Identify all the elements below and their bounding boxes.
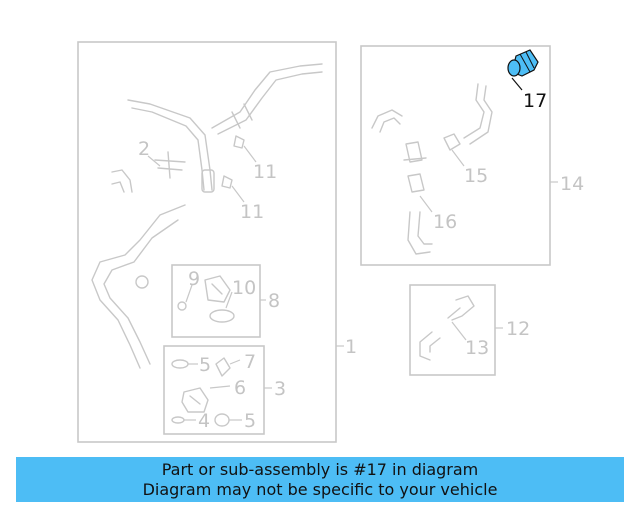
o-ring-10-part bbox=[209, 309, 235, 323]
callout-8: 8 bbox=[268, 290, 280, 312]
callout-5b: 5 bbox=[244, 410, 256, 432]
callout-7: 7 bbox=[244, 351, 256, 373]
assembly-8-frame bbox=[171, 264, 261, 338]
banner-line-2: Diagram may not be specific to your vehi… bbox=[142, 479, 498, 499]
pipe-14-part bbox=[463, 83, 493, 145]
callout-5a: 5 bbox=[199, 354, 211, 376]
leader-10 bbox=[225, 291, 233, 309]
callout-12: 12 bbox=[506, 318, 530, 340]
upper-hose-part bbox=[211, 63, 323, 135]
callout-13: 13 bbox=[465, 337, 489, 359]
info-banner: Part or sub-assembly is #17 in diagram D… bbox=[16, 457, 624, 502]
fitting-11b-part bbox=[221, 175, 233, 189]
assembly-3-frame bbox=[163, 345, 265, 435]
callout-14: 14 bbox=[560, 173, 584, 195]
seal-4-part bbox=[171, 416, 185, 424]
seal-5a-part bbox=[171, 359, 189, 369]
leader-15 bbox=[451, 149, 465, 167]
connector-2-part bbox=[154, 151, 186, 179]
part-17-highlighted[interactable] bbox=[507, 49, 539, 77]
housing-6-part bbox=[181, 387, 209, 413]
leader-13 bbox=[451, 321, 467, 341]
callout-11a: 11 bbox=[253, 161, 277, 183]
leader-9 bbox=[185, 284, 193, 303]
elbow-fitting-part bbox=[111, 169, 133, 193]
hose-12-part bbox=[419, 331, 441, 361]
callout-11b: 11 bbox=[240, 201, 264, 223]
callout-3: 3 bbox=[274, 378, 286, 400]
callout-17: 17 bbox=[523, 90, 547, 112]
callout-16: 16 bbox=[433, 211, 457, 233]
leader-7 bbox=[229, 359, 241, 365]
elbow-hose-14-part bbox=[371, 109, 403, 133]
o-ring-9-part bbox=[177, 301, 187, 311]
callout-4: 4 bbox=[198, 410, 210, 432]
assembly-1-frame bbox=[77, 41, 337, 443]
leader-6 bbox=[209, 385, 231, 389]
callout-15: 15 bbox=[464, 165, 488, 187]
fitting-11a-part bbox=[233, 135, 245, 149]
banner-line-1: Part or sub-assembly is #17 in diagram bbox=[161, 459, 479, 479]
leader-2 bbox=[147, 155, 161, 167]
leader-11a bbox=[243, 145, 257, 163]
hose-port-part bbox=[135, 275, 149, 289]
fitting-16-part bbox=[407, 173, 425, 193]
leader-17 bbox=[511, 77, 523, 91]
valve-part bbox=[403, 141, 427, 163]
hose-clamp-part bbox=[231, 103, 253, 129]
leader-11b bbox=[231, 185, 245, 203]
pipe-13-part bbox=[447, 295, 475, 321]
thermostat-housing-part bbox=[204, 275, 231, 303]
callout-2: 2 bbox=[138, 138, 150, 160]
assembly-12-frame bbox=[409, 284, 496, 376]
callout-10: 10 bbox=[232, 277, 256, 299]
assembly-14-frame bbox=[360, 45, 551, 266]
hose-16-part bbox=[407, 211, 433, 255]
leader-16 bbox=[419, 195, 433, 213]
lower-hose-part bbox=[91, 204, 186, 369]
callout-6: 6 bbox=[234, 377, 246, 399]
sensor-7-part bbox=[215, 357, 231, 377]
callout-1: 1 bbox=[345, 336, 357, 358]
fitting-15-part bbox=[443, 133, 461, 151]
callout-9: 9 bbox=[188, 268, 200, 290]
seal-5b-part bbox=[214, 413, 230, 427]
coolant-pipe-end bbox=[201, 169, 215, 193]
